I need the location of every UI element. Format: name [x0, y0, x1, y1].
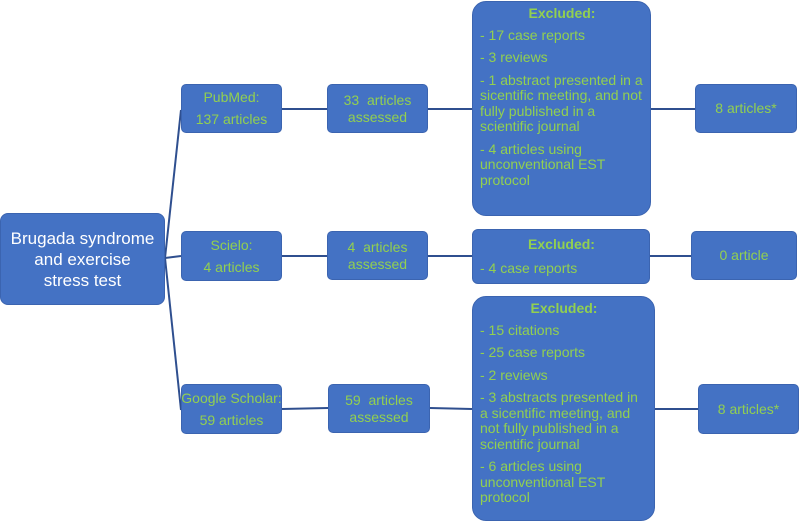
excluded-title: Excluded: [528, 5, 596, 21]
result-text: 8 articles* [715, 100, 777, 116]
excluded-box-scielo: Excluded: - 4 case reports [472, 229, 650, 284]
excluded-item: - 17 case reports [480, 26, 586, 43]
assessed-line: assessed [347, 108, 408, 125]
excluded-item: - 1 abstract presented in a sicentific m… [480, 71, 643, 134]
root-line: Brugada syndrome [10, 228, 155, 248]
root-line: stress test [43, 270, 122, 290]
assessed-line: 4 articles [347, 238, 408, 255]
assessed-box-google-scholar: 59 articles assessed [328, 384, 430, 433]
excluded-item: - 3 abstracts presented in a sicentific … [480, 389, 638, 452]
excluded-title: Excluded: [530, 300, 598, 316]
excluded-item: - 25 case reports [480, 344, 586, 360]
result-box-scielo: 0 article [691, 231, 797, 280]
connector-root-pubmed [164, 109, 182, 259]
excluded-title: Excluded: [528, 236, 595, 252]
excluded-item: - 6 articles using unconventional EST pr… [480, 458, 606, 505]
assessed-box-scielo: 4 articles assessed [327, 231, 428, 280]
excluded-item: - 4 case reports [480, 259, 578, 276]
assessed-line: 59 articles [345, 391, 413, 408]
connector-google-excluded [429, 407, 473, 410]
assessed-line: assessed [347, 255, 408, 272]
source-box-google-scholar: Google Scholar: 59 articles [181, 384, 282, 434]
connector-root-scielo [164, 255, 182, 259]
excluded-box-pubmed: Excluded: - 17 case reports - 3 reviews … [472, 1, 651, 216]
source-name: Scielo: [210, 236, 253, 253]
connector-root-google [164, 257, 182, 411]
excluded-box-google-scholar: Excluded: - 15 citations - 25 case repor… [472, 296, 655, 521]
source-box-scielo: Scielo: 4 articles [181, 231, 282, 281]
excluded-item: - 3 reviews [480, 49, 548, 65]
excluded-item: - 15 citations [480, 321, 560, 338]
source-name: Google Scholar: [181, 389, 282, 406]
excluded-item: - 4 articles using unconventional EST pr… [480, 140, 606, 188]
result-text: 8 articles* [717, 400, 780, 417]
source-count: 4 articles [203, 258, 260, 275]
assessed-box-pubmed: 33 articles assessed [327, 84, 428, 133]
source-count: 59 articles [199, 411, 264, 428]
assessed-line: 33 articles [343, 91, 412, 108]
assessed-line: assessed [349, 408, 409, 425]
source-count: 137 articles [195, 111, 268, 127]
source-name: PubMed: [203, 89, 260, 105]
result-box-google-scholar: 8 articles* [698, 384, 799, 434]
excluded-item: - 2 reviews [480, 366, 548, 383]
source-box-pubmed: PubMed: 137 articles [181, 84, 282, 133]
result-text: 0 article [719, 247, 769, 263]
root-topic-box: Brugada syndrome and exercise stress tes… [0, 213, 165, 305]
root-line: and exercise [34, 249, 131, 269]
connector-google-assessed [281, 407, 329, 410]
result-box-pubmed: 8 articles* [695, 84, 797, 133]
